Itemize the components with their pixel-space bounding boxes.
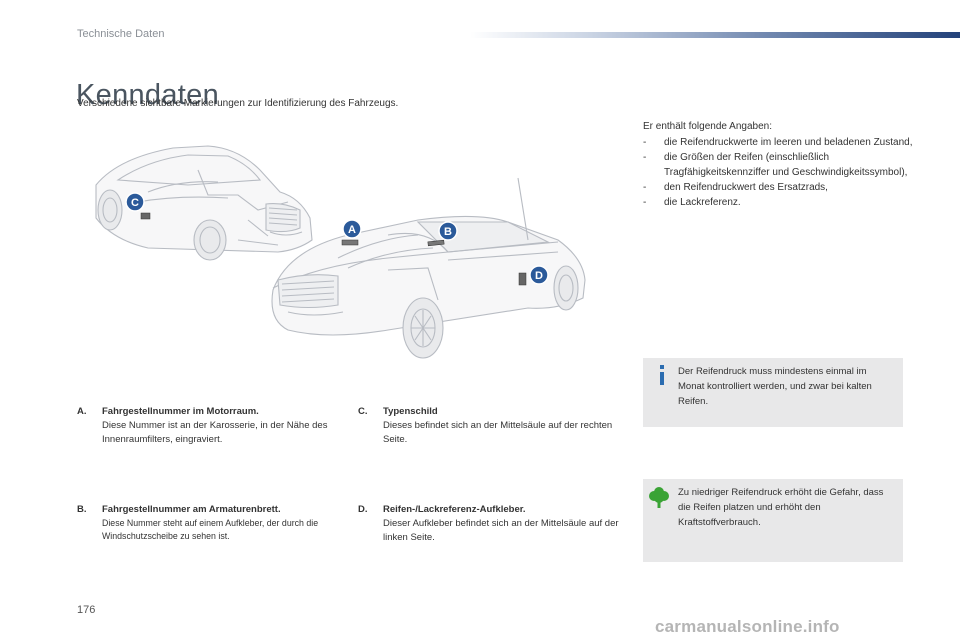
list-item-text: den Reifendruckwert des Ersatzrads, <box>664 182 828 193</box>
item-a-title: Fahrgestellnummer im Motorraum. <box>102 406 259 417</box>
car-rear-view <box>95 145 313 261</box>
page-subtitle: Verschiedene sichtbare Markierungen zur … <box>77 98 399 109</box>
eco-note: Zu niedriger Reifendruck erhöht die Gefa… <box>643 479 903 562</box>
item-b-text: Diese Nummer steht auf einem Aufkleber, … <box>102 518 319 541</box>
page-title: Kenndaten <box>76 79 219 112</box>
eco-note-text: Zu niedriger Reifendruck erhöht die Gefa… <box>678 487 884 528</box>
list-item-text: die Größen der Reifen (einschließlich Tr… <box>664 152 908 178</box>
list-item: - die Reifendruckwerte im leeren und bela… <box>643 135 913 150</box>
item-d-text: Dieser Aufkleber befindet sich an der Mi… <box>383 518 619 543</box>
tire-info-list: Er enthält folgende Angaben: - die Reifen… <box>643 119 913 210</box>
info-icon <box>660 365 664 385</box>
item-b-title: Fahrgestellnummer am Armaturenbrett. <box>102 504 281 515</box>
marker-b: B <box>438 221 458 241</box>
item-d: D. Reifen-/Lackreferenz-Aufkleber. Dieser… <box>358 503 623 545</box>
marker-b-label: B <box>444 226 452 238</box>
info-note: Der Reifendruck muss mindestens einmal i… <box>643 358 903 427</box>
item-b: B. Fahrgestellnummer am Armaturenbrett. D… <box>77 503 347 543</box>
tire-label-location <box>518 272 527 286</box>
list-item: - die Lackreferenz. <box>643 195 913 210</box>
marker-c-label: C <box>131 197 139 209</box>
dashboard-vin-location <box>427 239 445 247</box>
marker-a: A <box>342 219 362 239</box>
car-front-view <box>271 177 586 359</box>
list-bullet: - <box>643 197 647 208</box>
list-bullet: - <box>643 137 647 148</box>
list-item: - den Reifendruckwert des Ersatzrads, <box>643 180 913 195</box>
engine-vin-location <box>341 239 359 246</box>
item-c-title: Typenschild <box>383 406 438 417</box>
list-bullet: - <box>643 182 647 193</box>
info-note-text: Der Reifendruck muss mindestens einmal i… <box>678 366 872 407</box>
list-bullet: - <box>643 152 647 163</box>
item-d-letter: D. <box>358 504 368 515</box>
car-illustration: A B C D <box>88 140 608 385</box>
item-c-text: Dieses befindet sich an der Mittelsäule … <box>383 420 613 445</box>
marker-a-label: A <box>348 224 356 236</box>
tree-icon <box>649 487 669 508</box>
marker-c: C <box>125 192 145 212</box>
section-header: Technische Daten <box>77 28 165 40</box>
marker-d: D <box>529 265 549 285</box>
item-a-letter: A. <box>77 406 87 417</box>
item-c-letter: C. <box>358 406 368 417</box>
type-plate-location <box>140 212 151 220</box>
header-bar <box>470 32 960 38</box>
page-number: 176 <box>77 604 96 616</box>
watermark: carmanualsonline.info <box>655 617 840 636</box>
item-c: C. Typenschild Dieses befindet sich an de… <box>358 405 623 447</box>
item-d-title: Reifen-/Lackreferenz-Aufkleber. <box>383 504 526 515</box>
item-a: A. Fahrgestellnummer im Motorraum. Diese … <box>77 405 347 447</box>
item-a-text: Diese Nummer ist an der Karosserie, in d… <box>102 420 328 445</box>
list-item-text: die Reifendruckwerte im leeren und belad… <box>664 137 913 148</box>
list-item: - die Größen der Reifen (einschließlich T… <box>643 150 913 180</box>
marker-d-label: D <box>535 270 543 282</box>
list-item-text: die Lackreferenz. <box>664 197 741 208</box>
item-b-letter: B. <box>77 504 87 515</box>
tire-info-intro: Er enthält folgende Angaben: <box>643 121 772 132</box>
